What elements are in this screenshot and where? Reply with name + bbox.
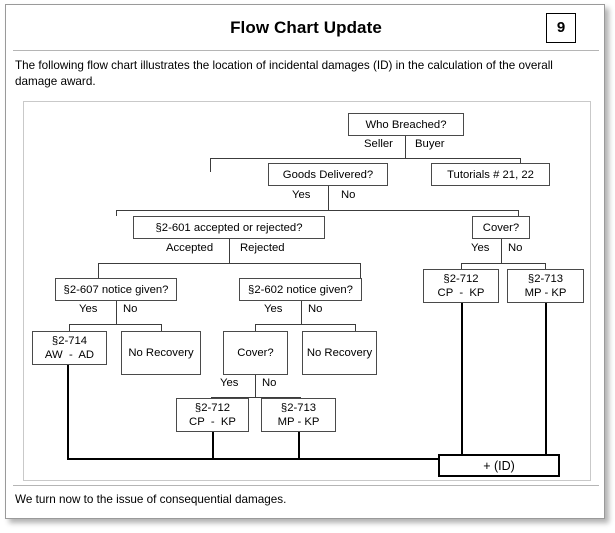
edge-label-cover-mid-no: No — [262, 377, 277, 389]
node-label: No Recovery — [128, 347, 194, 359]
edge-cover-right-yes-drop — [461, 263, 462, 269]
node-label: §2-712 — [443, 273, 479, 285]
edge-s2-714-to-bus — [67, 365, 69, 458]
edge-accepted-drop — [98, 263, 99, 278]
page-title: Flow Chart Update — [230, 18, 382, 37]
node-s2-713-mid: §2-713 MP - KP — [261, 398, 336, 432]
node-label: Tutorials # 21, 22 — [447, 168, 534, 181]
edge-label-s607-yes: Yes — [79, 303, 98, 315]
edge-goods-yes-drop — [116, 210, 117, 216]
edge-label-seller: Seller — [364, 138, 393, 150]
node-s2-607: §2-607 notice given? — [55, 278, 177, 301]
slide-frame: Flow Chart Update 9 The following flow c… — [5, 4, 605, 519]
edge-cover-mid-split — [211, 397, 300, 398]
edge-s2-607-no-drop — [161, 324, 162, 331]
outro-divider — [13, 485, 599, 486]
edge-cover-mid-stem — [255, 375, 256, 397]
node-label: §2-607 notice given? — [63, 283, 169, 296]
node-cover-right: Cover? — [472, 216, 530, 239]
node-s2-714: §2-714 AW - AD — [32, 331, 107, 365]
node-s2-713-right: §2-713 MP - KP — [507, 269, 584, 303]
node-label: §2-714 — [51, 335, 88, 347]
node-label: Goods Delivered? — [282, 168, 374, 181]
edge-seller-drop — [210, 158, 211, 172]
edge-s2-602-yes-drop — [255, 324, 256, 331]
intro-paragraph: The following flow chart illustrates the… — [15, 59, 553, 88]
edge-who-breached-split — [210, 158, 520, 159]
node-sublabel: CP - KP — [437, 287, 485, 299]
edge-s2-601-split — [98, 263, 360, 264]
edge-rejected-drop — [360, 263, 361, 278]
edge-s2-712-mid-to-bus — [212, 432, 214, 458]
node-sublabel: MP - KP — [524, 287, 567, 299]
node-no-recovery-mid: No Recovery — [302, 331, 377, 375]
node-cover-mid: Cover? — [223, 331, 288, 375]
node-s2-712-mid: §2-712 CP - KP — [176, 398, 249, 432]
node-label: Who Breached? — [365, 118, 447, 131]
node-who-breached: Who Breached? — [348, 113, 464, 136]
edge-s2-602-split — [255, 324, 355, 325]
edge-who-breached-stem — [405, 136, 406, 158]
edge-label-s607-no: No — [123, 303, 138, 315]
page-number-badge: 9 — [546, 13, 576, 43]
node-label: §2-601 accepted or rejected? — [155, 221, 303, 234]
bottom-collector-bus — [67, 458, 439, 460]
edge-s2-713-right-to-plus-id — [545, 303, 547, 454]
edge-goods-delivered-split — [116, 210, 518, 211]
edge-label-s602-no: No — [308, 303, 323, 315]
edge-s2-607-yes-drop — [69, 324, 70, 331]
node-s2-602: §2-602 notice given? — [239, 278, 362, 301]
node-sublabel: CP - KP — [189, 416, 236, 428]
edge-label-accepted: Accepted — [166, 242, 214, 254]
edge-cover-right-no-drop — [545, 263, 546, 269]
node-sublabel: AW - AD — [44, 349, 95, 361]
node-label: §2-713 — [280, 402, 317, 414]
edge-label-goods-yes: Yes — [292, 189, 311, 201]
node-s2-712-right: §2-712 CP - KP — [423, 269, 499, 303]
outro-paragraph: We turn now to the issue of consequentia… — [15, 493, 287, 506]
node-sublabel: MP - KP — [277, 416, 320, 428]
edge-s2-607-stem — [116, 301, 117, 324]
node-label: §2-602 notice given? — [248, 283, 353, 296]
node-goods-delivered: Goods Delivered? — [268, 163, 388, 186]
node-label: + (ID) — [483, 458, 515, 473]
edge-goods-no-drop — [518, 210, 519, 216]
node-label: Cover? — [482, 221, 520, 234]
flow-chart-panel: Who Breached? Seller Buyer Goods Deliver… — [23, 101, 591, 481]
node-tutorials: Tutorials # 21, 22 — [431, 163, 550, 186]
node-label: §2-713 — [527, 273, 564, 285]
node-s2-601: §2-601 accepted or rejected? — [133, 216, 325, 239]
edge-s2-607-split — [69, 324, 161, 325]
edge-s2-713-mid-to-bus — [298, 432, 300, 458]
node-label: §2-712 — [194, 402, 231, 414]
edge-label-goods-no: No — [341, 189, 356, 201]
header-divider — [13, 50, 599, 51]
edge-cover-right-stem — [501, 239, 502, 263]
edge-s2-602-stem — [301, 301, 302, 324]
edge-label-cover-mid-yes: Yes — [220, 377, 239, 389]
edge-label-cover-right-yes: Yes — [471, 242, 490, 254]
edge-s2-712-right-to-plus-id — [461, 303, 463, 454]
edge-goods-delivered-stem — [328, 186, 329, 210]
edge-label-rejected: Rejected — [240, 242, 285, 254]
node-label: No Recovery — [306, 347, 373, 359]
edge-cover-right-split — [461, 263, 545, 264]
edge-s2-601-stem — [229, 239, 230, 263]
edge-label-cover-right-no: No — [508, 242, 523, 254]
node-plus-id: + (ID) — [438, 454, 560, 477]
edge-label-s602-yes: Yes — [264, 303, 283, 315]
node-no-recovery-left: No Recovery — [121, 331, 201, 375]
edge-s2-602-no-drop — [355, 324, 356, 331]
node-label: Cover? — [237, 347, 274, 359]
edge-label-buyer: Buyer — [415, 138, 445, 150]
